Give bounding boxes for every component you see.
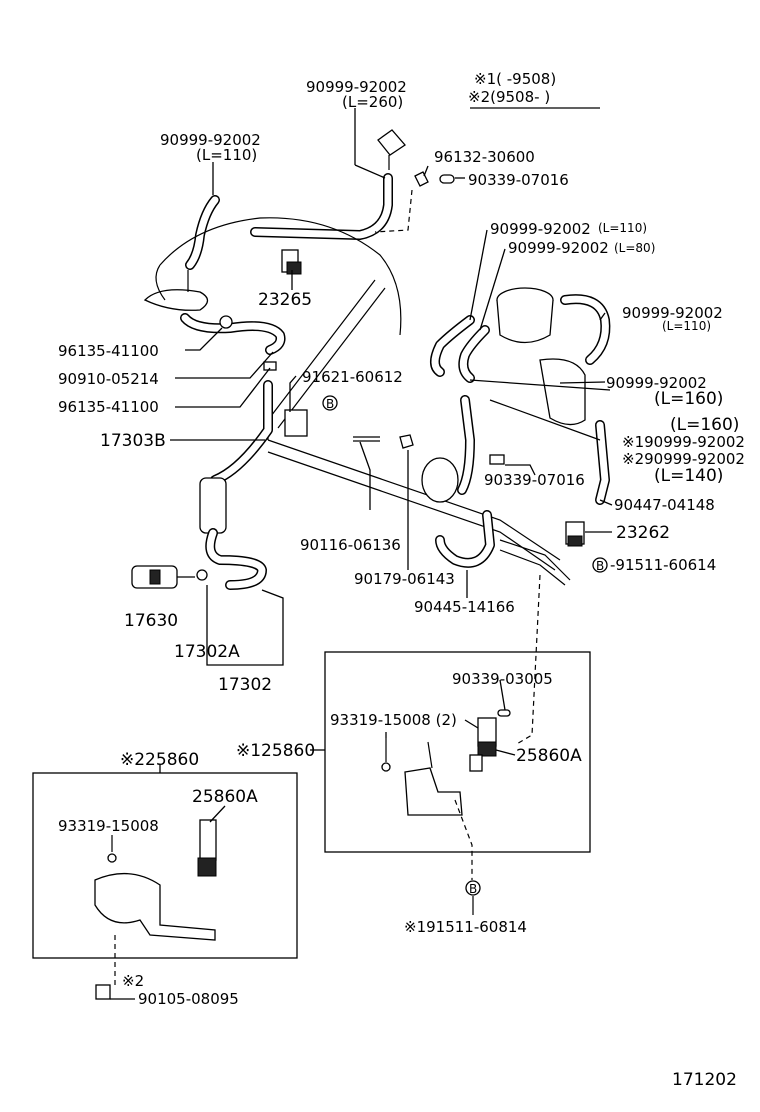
label-90116-06136: 90116-06136 — [300, 536, 401, 554]
label-25860a-upper: 25860A — [516, 746, 582, 766]
main-assembly-artwork: B — [131, 129, 611, 746]
bolt-90105 — [95, 984, 111, 1000]
label-90910-05214: 90910-05214 — [58, 370, 159, 388]
label-96135-41100-b: 96135-41100 — [58, 398, 159, 416]
label-90105-08095: 90105-08095 — [138, 990, 239, 1008]
cap-top — [377, 129, 406, 156]
label-x2-25860: ※225860 — [120, 750, 199, 770]
plug-90339-top — [439, 174, 455, 184]
label-93319-15008: 93319-15008 — [58, 817, 159, 835]
svg-text:B: B — [596, 559, 604, 573]
filter-17302 — [199, 477, 227, 534]
label-90339-07016-top: 90339-07016 — [468, 171, 569, 189]
label-90999-92002-left: 90999-92002 — [160, 131, 261, 149]
label-90447-04148: 90447-04148 — [614, 496, 715, 514]
box-225860 — [32, 765, 298, 1000]
label-91511-60614: -91511-60614 — [610, 556, 716, 574]
marker-b-2: B — [592, 557, 608, 573]
diaphragm-center — [421, 457, 459, 503]
label-l110-left: (L=110) — [196, 146, 257, 164]
label-l140: (L=140) — [654, 466, 723, 486]
label-90339-03005: 90339-03005 — [452, 670, 553, 688]
marker-b-1: B — [322, 395, 338, 411]
housing-right — [539, 358, 586, 426]
bolt-93319-b — [107, 853, 117, 863]
svg-text:B: B — [469, 882, 477, 896]
label-90339-07016-mid: 90339-07016 — [484, 471, 585, 489]
box-225860-frame — [32, 772, 298, 959]
label-17302: 17302 — [218, 675, 272, 695]
label-17303b: 17303B — [100, 431, 166, 451]
label-90999-92002-far: 90999-92002 — [622, 304, 723, 322]
label-l110-far: (L=110) — [662, 319, 711, 333]
label-90999-92002-l160: 90999-92002 — [606, 374, 707, 392]
bracket-box2 — [94, 872, 216, 941]
svg-text:B: B — [326, 397, 334, 411]
label-l160-b: (L=160) — [670, 415, 739, 435]
label-90445-14166: 90445-14166 — [414, 598, 515, 616]
bracket-box1 — [404, 767, 463, 816]
label-17630: 17630 — [124, 611, 178, 631]
label-93319-15008-2: 93319-15008 (2) — [330, 711, 457, 729]
label-90999-92002-l110-right: 90999-92002 — [490, 220, 591, 238]
label-90179-06143: 90179-06143 — [354, 570, 455, 588]
label-l160-a: (L=160) — [654, 389, 723, 409]
legend-note-1: ※1( -9508) — [474, 70, 556, 88]
label-96135-41100-a: 96135-41100 — [58, 342, 159, 360]
bolt-93319-a — [381, 762, 391, 772]
label-23262: 23262 — [616, 523, 670, 543]
label-90999-92002-top: 90999-92002 — [306, 78, 407, 96]
vsv-left — [143, 289, 209, 311]
label-96132-30600: 96132-30600 — [434, 148, 535, 166]
label-23265: 23265 — [258, 290, 312, 310]
nut-90179 — [399, 434, 414, 449]
clamp-96132 — [414, 171, 429, 187]
part-labels: 90999-92002 (L=260) 90999-92002 (L=110) … — [58, 78, 745, 1090]
box-125860: B — [310, 651, 591, 915]
marker-b-3: B — [465, 880, 481, 896]
label-25860a-lower: 25860A — [192, 787, 258, 807]
label-x1-90999-92002: ※190999-92002 — [622, 433, 745, 451]
leader-lines — [170, 108, 613, 823]
label-l80-suffix: (L=80) — [614, 241, 655, 255]
plug-90339-mid — [489, 454, 505, 465]
label-figure-number: 171202 — [672, 1070, 737, 1090]
label-17302a: 17302A — [174, 642, 240, 662]
label-90999-92002-l80: 90999-92002 — [508, 239, 609, 257]
clamp-96135-a — [219, 315, 233, 329]
box-125860-frame — [324, 651, 591, 853]
label-l110-right-suffix: (L=110) — [598, 221, 647, 235]
label-91621-60612: 91621-60612 — [302, 368, 403, 386]
bracket-91621 — [284, 409, 308, 437]
label-x1-25860: ※125860 — [236, 741, 315, 761]
legend-note-2: ※2(9508- ) — [468, 88, 550, 106]
label-x2-90999-92002: ※290999-92002 — [622, 450, 745, 468]
legend: ※1( -9508) ※2(9508- ) — [468, 70, 600, 109]
hose-l260 — [250, 173, 393, 240]
label-x1-91511-60814: ※191511-60814 — [404, 918, 527, 936]
label-x2-small: ※2 — [122, 972, 144, 990]
label-l260: (L=260) — [342, 93, 403, 111]
solenoid-25860a-lower — [199, 819, 217, 861]
clamp-96135-b — [263, 361, 277, 371]
